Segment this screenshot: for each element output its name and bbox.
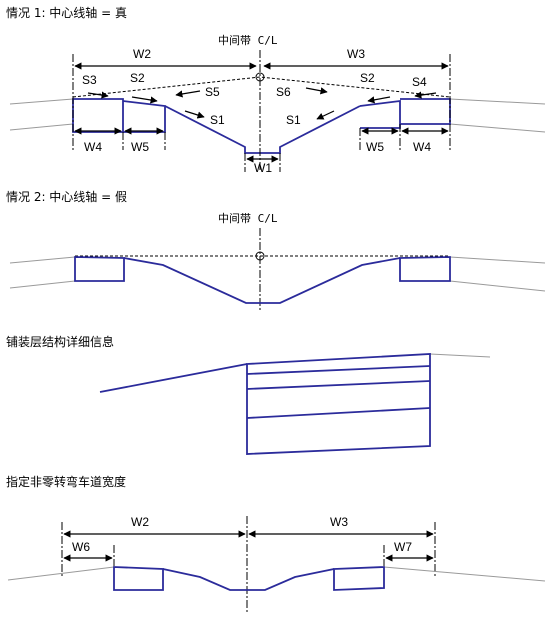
- case2-heading: 情况 2: 中心线轴 = 假: [6, 189, 127, 204]
- case1-left-inner-box: [122, 100, 166, 133]
- case1-s3-label: S3: [82, 73, 97, 87]
- case1-s5-label: S5: [205, 85, 220, 99]
- case1-s2-left-label: S2: [130, 71, 145, 85]
- case1-s4-label: S4: [412, 75, 427, 89]
- case1-w5-right-label: W5: [366, 140, 384, 154]
- pavement-section: 铺装层结构详细信息: [6, 334, 491, 455]
- case1-s6-label: S6: [276, 85, 291, 99]
- case2-ground-left-lower: [9, 280, 76, 289]
- lane-w6-label: W6: [72, 540, 90, 554]
- lane-ground-left: [7, 566, 115, 581]
- lane-median-ditch: [162, 568, 335, 591]
- lane-width-section: 指定非零转弯车道宽度 W2 W3 W6 W7: [6, 474, 546, 614]
- pavement-layer-1: [246, 365, 431, 375]
- case1-section: 情况 1: 中心线轴 = 真 中间带 C/L W2 W3: [6, 5, 546, 175]
- case1-s2-right-label: S2: [360, 71, 375, 85]
- case1-arrow-s1-right: [316, 110, 335, 120]
- case2-centerline-marker-icon: [255, 251, 265, 261]
- pavement-ground-line: [429, 353, 491, 358]
- lane-w3-label: W3: [330, 515, 348, 529]
- case1-w1-label: W1: [254, 161, 272, 175]
- lane-width-heading: 指定非零转弯车道宽度: [6, 474, 126, 489]
- lane-ground-right: [383, 566, 546, 582]
- pavement-heading: 铺装层结构详细信息: [6, 334, 114, 349]
- case1-arrow-s1-left: [184, 110, 205, 119]
- case1-s1-left-label: S1: [210, 113, 225, 127]
- case1-arrow-s2-right: [367, 96, 391, 104]
- case1-w4-left-label: W4: [84, 140, 102, 154]
- case1-s1-right-label: S1: [286, 113, 301, 127]
- case1-ground-right-upper: [449, 98, 546, 105]
- case1-ground-left-upper: [9, 98, 74, 105]
- case2-median-ditch: [123, 257, 401, 304]
- case1-centerline-marker-icon: [255, 72, 265, 82]
- case1-slope-reference: [72, 76, 451, 98]
- case2-right-box: [399, 256, 451, 282]
- lane-left-box: [113, 566, 164, 591]
- case1-median-ditch: [164, 105, 361, 154]
- case1-arrow-s4: [414, 91, 437, 99]
- case2-section: 情况 2: 中心线轴 = 假 中间带 C/L: [6, 189, 546, 312]
- pavement-layer-2: [246, 380, 431, 390]
- case1-right-inner-box: [359, 99, 401, 129]
- case1-arrow-s2-left: [131, 96, 158, 104]
- case1-arrow-s5: [175, 90, 201, 98]
- case1-arrow-s3: [87, 91, 109, 99]
- case2-ground-right-upper: [449, 256, 546, 264]
- case2-left-box: [74, 256, 125, 282]
- case2-ground-left-upper: [9, 256, 76, 264]
- case2-ground-right-lower: [449, 280, 546, 292]
- case1-w5-left-label: W5: [131, 140, 149, 154]
- lane-w2-label: W2: [131, 515, 149, 529]
- lane-right-box: [333, 566, 385, 591]
- lane-w7-label: W7: [394, 540, 412, 554]
- case1-w3-label: W3: [347, 47, 365, 61]
- case1-arrow-s6: [305, 87, 328, 95]
- case1-ground-right-lower: [449, 123, 546, 133]
- case1-centerline-label: 中间带 C/L: [218, 34, 278, 47]
- case1-ground-left-lower: [9, 123, 74, 131]
- case1-w4-right-label: W4: [413, 140, 431, 154]
- case1-w2-label: W2: [133, 47, 151, 61]
- pavement-outline: [246, 353, 431, 455]
- case1-heading: 情况 1: 中心线轴 = 真: [6, 5, 127, 20]
- pavement-approach-line: [99, 363, 248, 393]
- pavement-layer-3: [246, 407, 431, 419]
- case1-left-outer-box: [72, 98, 124, 133]
- case1-right-outer-box: [400, 98, 451, 125]
- case2-centerline-label: 中间带 C/L: [218, 212, 278, 225]
